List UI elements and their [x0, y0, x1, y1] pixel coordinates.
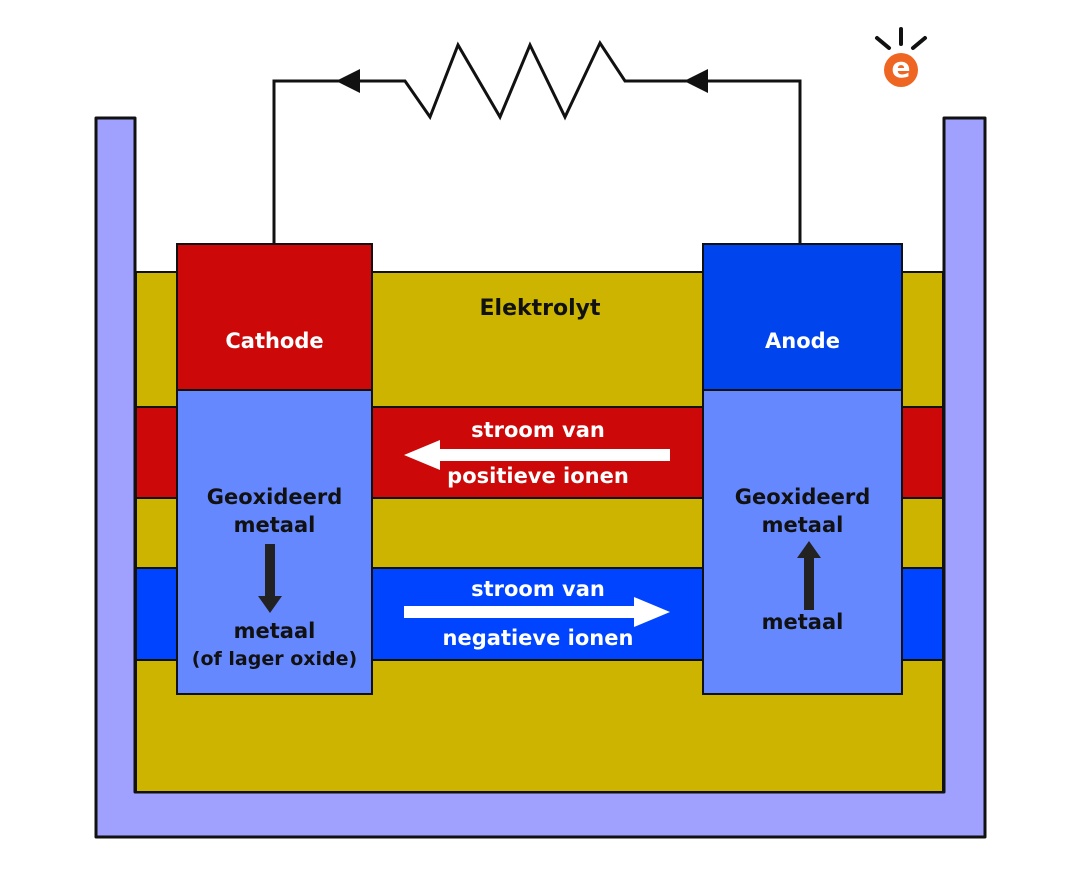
- logo-letter: e: [891, 51, 911, 84]
- anode-oxidation-arrow: [797, 541, 821, 610]
- negative-flow-label-line1: stroom van: [471, 577, 605, 601]
- positive-flow-label-line1: stroom van: [471, 418, 605, 442]
- positive-ion-arrow: [404, 440, 670, 470]
- cathode-label: Cathode: [225, 329, 324, 353]
- anode-top: [702, 243, 903, 391]
- logo-icon: [875, 27, 927, 87]
- cathode-product-label-line1: metaal: [233, 619, 316, 643]
- cathode-oxidized-label-line1: Geoxideerd: [206, 485, 343, 509]
- cathode-product-label-line2: (of lager oxide): [191, 648, 358, 670]
- anode-label: Anode: [765, 329, 840, 353]
- anode-metal-label: metaal: [761, 610, 844, 634]
- electrolyte-label: Elektrolyt: [479, 296, 601, 321]
- external-circuit-wire: [272, 39, 802, 244]
- anode-oxidized-label-line2: metaal: [761, 513, 844, 537]
- cathode-top: [176, 243, 373, 391]
- anode-oxidized-label-line1: Geoxideerd: [734, 485, 871, 509]
- positive-flow-label-line2: positieve ionen: [447, 464, 629, 488]
- cathode-oxidized-label-line2: metaal: [233, 513, 316, 537]
- negative-ion-arrow: [404, 597, 670, 627]
- negative-flow-label-line2: negatieve ionen: [442, 626, 634, 650]
- cathode-reduction-arrow: [258, 544, 282, 613]
